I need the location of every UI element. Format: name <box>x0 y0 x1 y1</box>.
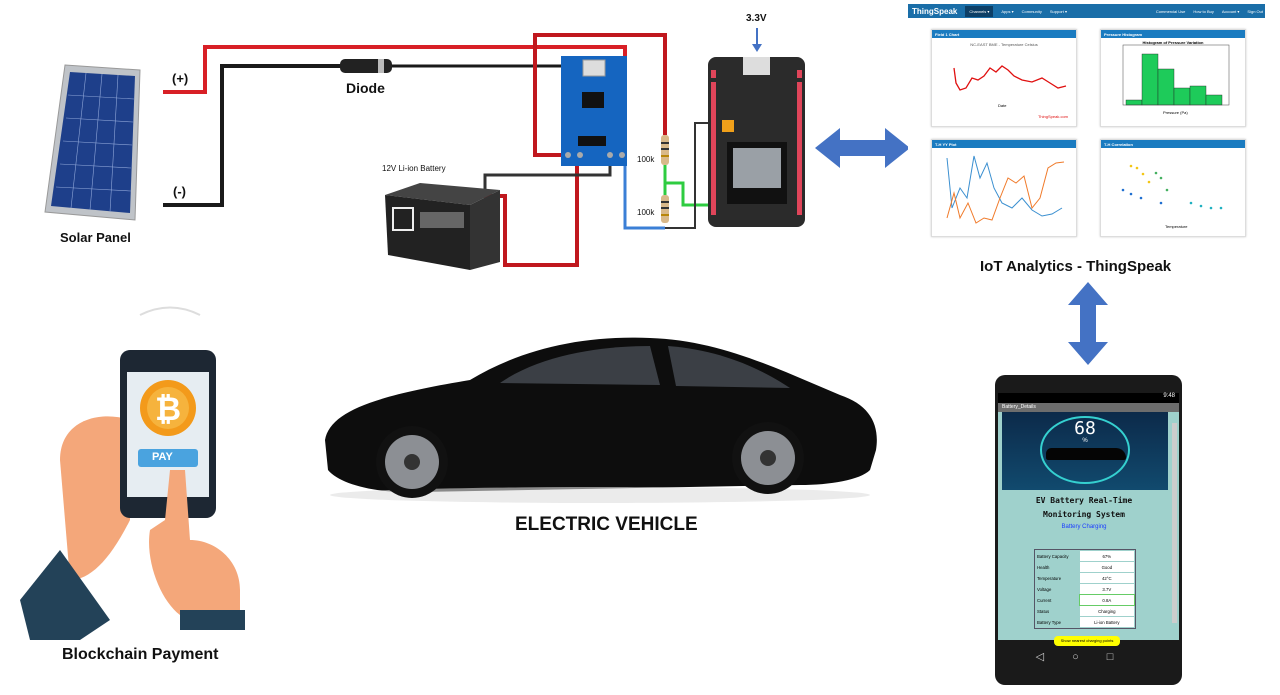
percent-sign: % <box>1082 438 1088 444</box>
row-value: 3.7V <box>1079 584 1134 594</box>
resistors <box>661 135 669 223</box>
battery-monitor-phone: 9:48 Battery_Details 68 % EV Battery Rea… <box>995 375 1182 685</box>
thingspeak-logo: ThingSpeak <box>912 6 958 16</box>
panel-th-correlation: T-H Correlation Temperature <box>1100 139 1246 237</box>
diode <box>340 59 392 73</box>
axis-label: Date <box>998 103 1007 108</box>
voltage-label: 3.3V <box>746 13 767 24</box>
nav-account: Account ▾ <box>1221 8 1240 14</box>
nav-buy: How to Buy <box>1193 8 1214 14</box>
nav-community: Community <box>1021 8 1042 14</box>
app-screen: 9:48 Battery_Details 68 % EV Battery Rea… <box>998 393 1179 646</box>
double-arrow-vertical <box>1068 282 1108 365</box>
row-value: 67% <box>1079 551 1134 561</box>
solar-panel-label: Solar Panel <box>60 230 131 245</box>
blockchain-payment-illustration: ₿ <box>20 306 245 640</box>
chart-title: NC-EAST BME - Temperature Celsius <box>970 42 1038 47</box>
nearest-charging-button[interactable]: Show nearest charging points <box>1054 636 1120 646</box>
electric-vehicle-car <box>325 337 877 503</box>
row-value: Li-ion Battery <box>1079 617 1134 627</box>
table-row: Status Charging <box>1036 606 1134 616</box>
app-heading: Monitoring System <box>1043 510 1125 519</box>
credit: ThingSpeak.com <box>1037 114 1068 119</box>
panel-field1-chart: Field 1 Chart NC-EAST BME - Temperature … <box>931 29 1077 127</box>
panel-title: T-H Correlation <box>1101 140 1245 148</box>
table-row: Current 0.8A <box>1036 594 1136 606</box>
diode-label: Diode <box>346 80 385 96</box>
battery-label: 12V Li-ion Battery <box>382 164 446 173</box>
app-heading: EV Battery Real-Time <box>1035 496 1133 505</box>
thingspeak-navbar: ThingSpeak Channels ▾ Apps ▾ Community S… <box>908 4 1265 18</box>
battery <box>385 183 500 270</box>
axis-label: Pressure (Pa) <box>1163 110 1188 115</box>
double-arrow-horizontal <box>815 128 910 168</box>
row-key: Battery Type <box>1037 619 1062 625</box>
table-row: Voltage 3.7V <box>1036 584 1134 594</box>
row-key: Health <box>1037 564 1050 570</box>
android-nav-icons[interactable]: ◁○□ <box>1035 651 1142 663</box>
table-row: Health Good <box>1036 562 1134 572</box>
nav-signout: Sign Out <box>1247 8 1263 14</box>
charging-status: Battery Charging <box>1061 524 1107 530</box>
svg-text:₿: ₿ <box>155 390 181 428</box>
row-key: Current <box>1037 597 1052 603</box>
row-key: Status <box>1037 608 1050 614</box>
arrow-down-icon <box>752 44 762 52</box>
row-value: Charging <box>1079 606 1134 616</box>
nav-channels: Channels ▾ <box>965 5 994 17</box>
table-row: Temperature 42°C <box>1036 573 1134 583</box>
positive-label: (+) <box>172 71 189 86</box>
panel-title: T-H YY Plot <box>932 140 1076 148</box>
battery-percent: 68 <box>1074 418 1096 439</box>
row-value: 42°C <box>1079 573 1134 583</box>
ev-label: ELECTRIC VEHICLE <box>515 514 698 535</box>
thingspeak-dashboard: ThingSpeak Channels ▾ Apps ▾ Community S… <box>908 2 1265 237</box>
table-row: Battery Type Li-ion Battery <box>1036 617 1134 627</box>
resistor-label: 100k <box>637 208 655 217</box>
panel-title: Field 1 Chart <box>932 30 1076 38</box>
panel-pressure-histogram: Pressure Histogram Histogram of Pressure… <box>1100 29 1246 127</box>
nav-commercial: Commercial Use <box>1155 8 1186 14</box>
row-key: Voltage <box>1037 586 1052 592</box>
battery-hero-image: 68 % <box>1002 412 1168 490</box>
resistor-label: 100k <box>637 155 655 164</box>
pay-button: PAY <box>152 451 173 463</box>
axis-label: Temperature <box>1165 224 1188 229</box>
row-key: Temperature <box>1037 575 1062 581</box>
negative-label: (-) <box>173 184 186 199</box>
status-bar-time: 9:48 <box>998 393 1179 403</box>
nav-apps: Apps ▾ <box>1001 8 1014 14</box>
app-title-bar: Battery_Details <box>998 403 1179 412</box>
row-value: Good <box>1079 562 1134 572</box>
nodemcu-board <box>708 57 805 227</box>
panel-th-yy-plot: T-H YY Plot <box>931 139 1077 237</box>
solar-panel <box>44 64 141 221</box>
panel-title: Pressure Histogram <box>1101 30 1245 38</box>
iot-label: IoT Analytics - ThingSpeak <box>980 258 1172 275</box>
battery-details-table: Battery Capacity 67% Health Good Temperatu… <box>1034 549 1136 629</box>
scrollbar[interactable] <box>1172 423 1177 623</box>
table-row: Battery Capacity 67% <box>1036 551 1134 561</box>
charger-module <box>561 56 627 166</box>
row-key: Battery Capacity <box>1037 553 1069 559</box>
nav-support: Support ▾ <box>1049 8 1067 14</box>
row-value: 0.8A <box>1078 594 1136 606</box>
chart-title: Histogram of Pressure Variation <box>1142 40 1204 45</box>
blockchain-label: Blockchain Payment <box>62 646 219 663</box>
